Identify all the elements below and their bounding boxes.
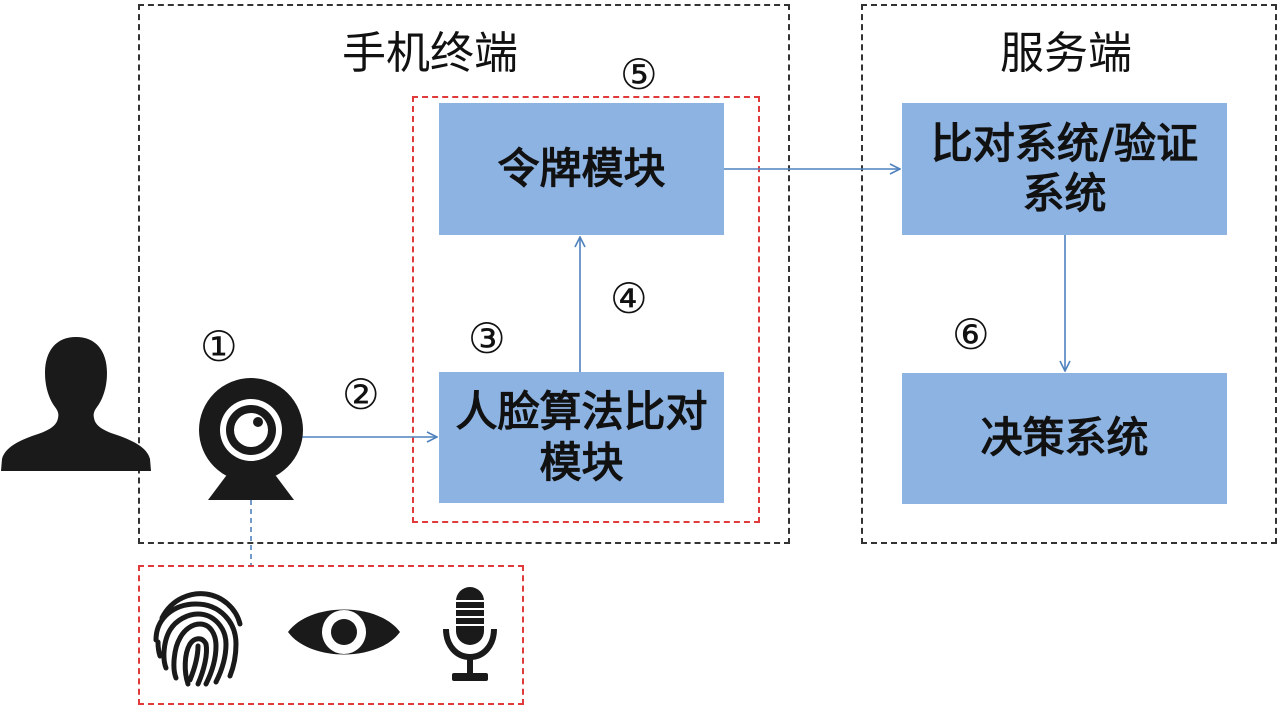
phone-modules-group [412,96,760,523]
server-title: 服务端 [1000,28,1132,79]
token-module-label: 令牌模块 [497,143,666,193]
step-1-label: ① [200,322,238,371]
fingerprint-icon [153,591,243,687]
webcam-icon [199,378,303,500]
biometric-group [138,565,524,705]
step-3-label: ③ [468,314,506,363]
decision-system-box: 决策系统 [902,373,1227,504]
microphone-icon [443,587,497,681]
phone-terminal-region [138,4,790,544]
step-6-label: ⑥ [952,310,990,359]
eye-icon [288,609,400,655]
phone-terminal-title: 手机终端 [342,28,518,79]
server-region [861,4,1277,544]
person-icon [1,337,151,471]
decision-system-label: 决策系统 [980,413,1149,463]
compare-verify-label: 比对系统/验证系统 [930,118,1199,218]
step-2-label: ② [342,370,380,419]
face-algorithm-label: 人脸算法比对模块 [455,387,708,487]
compare-verify-box: 比对系统/验证系统 [902,103,1227,235]
face-algorithm-box: 人脸算法比对模块 [439,372,724,503]
token-module-box: 令牌模块 [439,103,724,235]
step-5-label: ⑤ [620,50,658,99]
step-4-label: ④ [610,274,648,323]
